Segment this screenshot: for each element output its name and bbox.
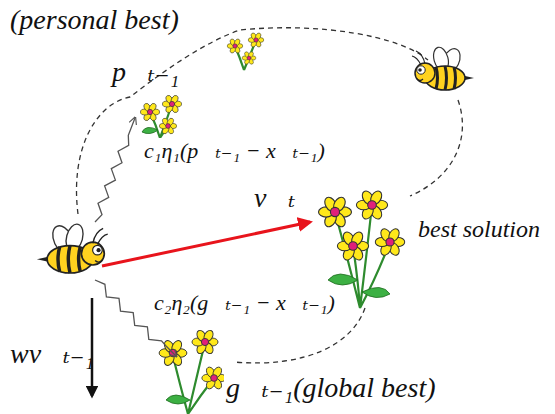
wavy-arrow (95, 118, 135, 222)
math-label: v⃗ₜ (252, 182, 297, 214)
dashed-trajectory (77, 28, 463, 363)
flower (242, 51, 256, 65)
flower (162, 94, 181, 113)
bee (412, 46, 474, 90)
flower (202, 366, 226, 391)
leaf (362, 287, 390, 297)
flower (159, 117, 176, 135)
math-label: v⃗ₜ (252, 182, 297, 213)
math-label: g⃗ₜ₋₁(global best) (224, 372, 438, 404)
annotation-label: (personal best) (8, 4, 181, 35)
flower (319, 195, 352, 229)
dashed-trajectory (77, 28, 428, 214)
math-label: c₂η₂(g⃗ₜ₋₁ − x⃗ₜ₋₁) (152, 290, 337, 315)
dashed-trajectory (410, 100, 462, 196)
math-label: wv⃗ₜ₋₁ (8, 338, 96, 369)
math-label: c₁η₁(p⃗ₜ₋₁ − x⃗ₜ₋₁) (142, 138, 327, 163)
math-label: g⃗ₜ₋₁(global best) (224, 372, 438, 403)
flower (192, 329, 218, 356)
leaf (142, 127, 158, 133)
annotation-label: best solution (416, 216, 542, 242)
annotation-label: best solution (416, 216, 542, 244)
bee (37, 222, 108, 273)
math-label: p⃗ₜ₋₁ (110, 56, 181, 88)
math-label: p⃗ₜ₋₁ (110, 56, 181, 87)
flowers (140, 32, 404, 390)
flower (248, 32, 264, 48)
flower (337, 230, 368, 262)
flower-stems (150, 40, 390, 414)
dashed-trajectory (234, 308, 365, 363)
flower (356, 189, 387, 221)
flower-leaves (142, 127, 390, 404)
math-label: wv⃗ₜ₋₁ (8, 338, 96, 370)
flower (140, 102, 159, 121)
math-label: c₁η₁(p⃗ₜ₋₁ − x⃗ₜ₋₁) (142, 138, 327, 163)
bee (412, 46, 474, 90)
flower (375, 227, 404, 257)
velocity-arrow (102, 222, 310, 266)
math-label: c₂η₂(g⃗ₜ₋₁ − x⃗ₜ₋₁) (152, 290, 337, 315)
flower (227, 38, 243, 54)
leaf (166, 395, 190, 404)
annotation-label: (personal best) (8, 4, 181, 36)
leaf (328, 274, 358, 285)
